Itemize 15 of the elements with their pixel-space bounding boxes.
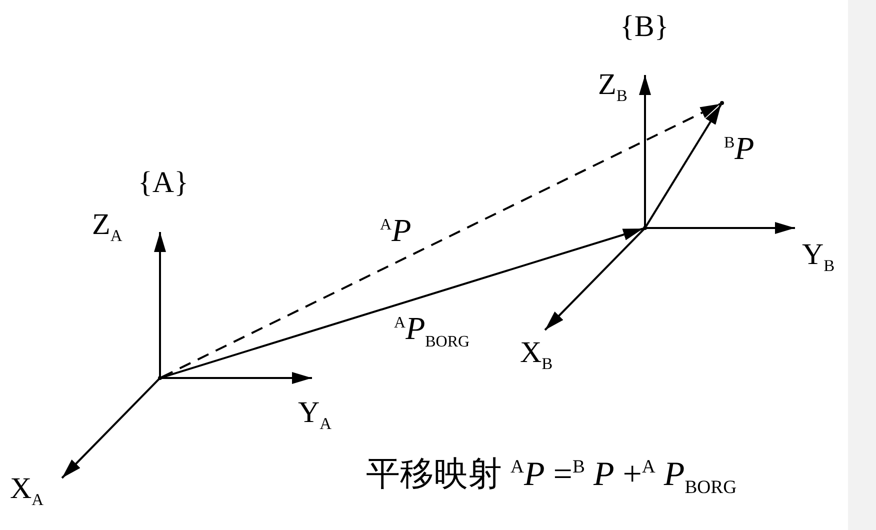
point-marker: [158, 376, 162, 380]
axis-label: Z$_{B}$: [598, 70, 628, 104]
point-marker: [720, 101, 724, 105]
axis-label: X$_{A}$: [10, 474, 44, 508]
axis-label: Y$_{B}$: [802, 240, 835, 274]
dashed-vector-arrow: [161, 102, 721, 378]
vector-arrow: [162, 228, 644, 378]
point-marker: [643, 226, 647, 230]
frame-label: {B}: [620, 12, 669, 42]
axis-label: Z$_{A}$: [92, 210, 122, 244]
formula: 平移映射 $^{A}$P =$^{B}$ P +$^{A}$ P$_{BORG}$: [366, 458, 737, 498]
vector-arrow: [645, 104, 722, 227]
axis-label: Y$_{A}$: [298, 398, 332, 432]
frame-label: {A}: [138, 168, 188, 198]
axis-label: X$_{B}$: [520, 338, 553, 372]
